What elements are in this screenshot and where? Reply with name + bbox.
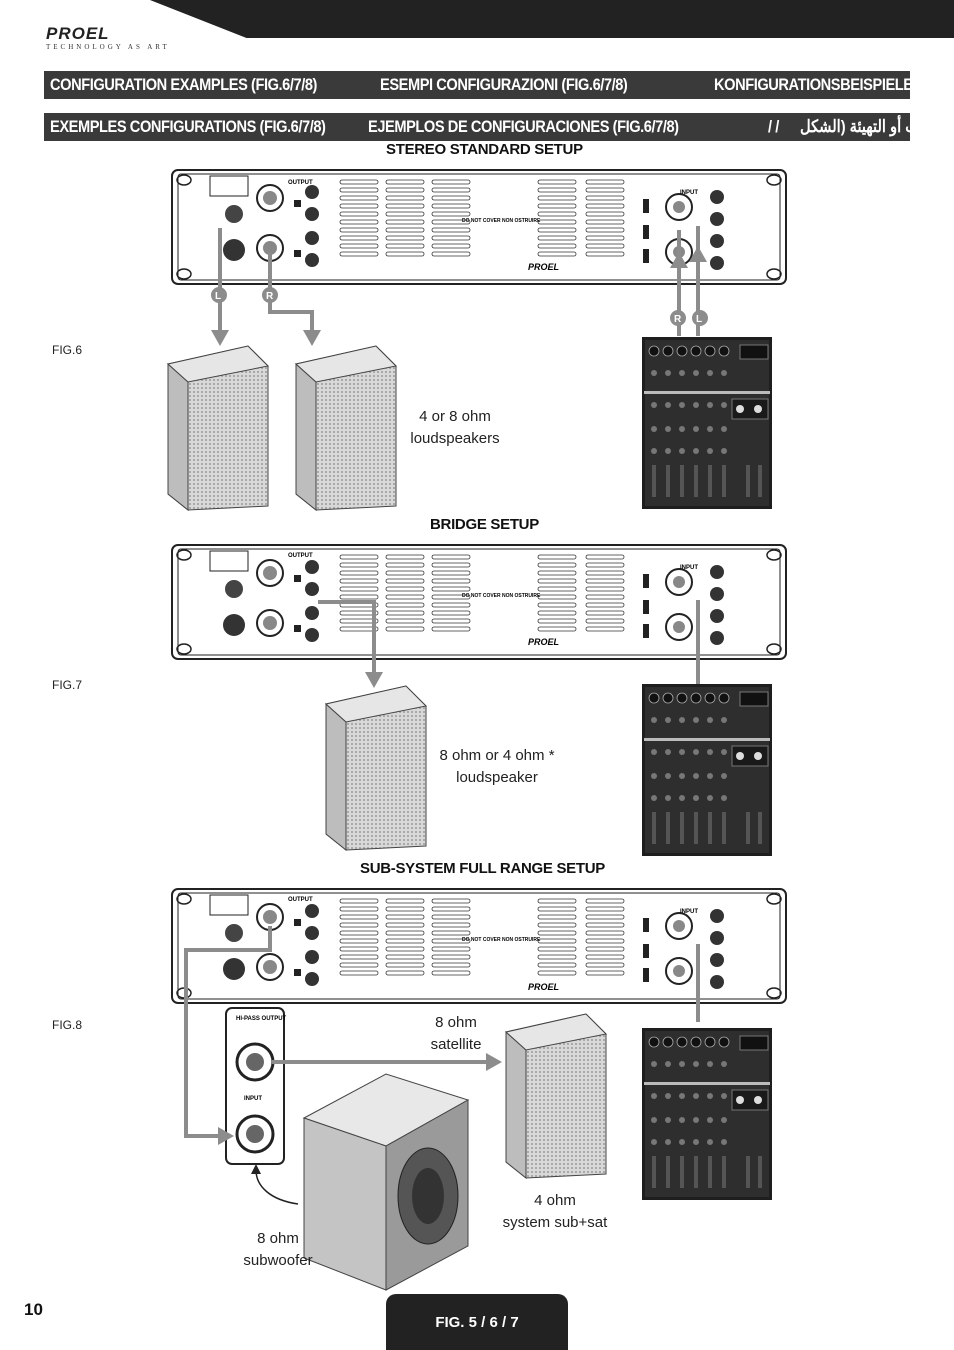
fig6-arrow-left bbox=[211, 330, 229, 346]
figure-tab: FIG. 5 / 6 / 7 bbox=[386, 1294, 568, 1350]
fig8-pointer-line bbox=[255, 1169, 299, 1205]
fig7-output-label: OUTPUT bbox=[288, 553, 313, 559]
fig8-arrow-satellite bbox=[486, 1053, 502, 1071]
fig6-speaker-left bbox=[167, 345, 269, 511]
fig7-caption: 8 ohm or 4 ohm * loudspeaker bbox=[430, 745, 564, 789]
fig6-amp-brand: PROEL bbox=[528, 262, 559, 272]
fig8-sub-line2: subwoofer bbox=[243, 1252, 313, 1269]
banner-it: ESEMPI CONFIGURAZIONI (FIG.6/7/8) bbox=[380, 75, 628, 94]
fig8-cables bbox=[184, 926, 700, 1138]
fig7-amp-brand: PROEL bbox=[528, 637, 559, 647]
header-dark-band bbox=[150, 0, 954, 38]
fig8-sat-line1: 8 ohm bbox=[435, 1014, 477, 1031]
fig8-warning-label: DO NOT COVER NON OSTRUIRE bbox=[462, 937, 541, 943]
fig7-warning-label: DO NOT COVER NON OSTRUIRE bbox=[462, 593, 541, 599]
fig6-badge-mixer-r-text: R bbox=[674, 314, 682, 325]
fig6-badge-left bbox=[211, 287, 227, 303]
fig8-mixer bbox=[641, 1027, 773, 1201]
fig6-input-label: INPUT bbox=[680, 190, 698, 196]
banner-row-1: CONFIGURATION EXAMPLES (FIG.6/7/8) ESEMP… bbox=[44, 71, 910, 99]
fig8-input-panel-label: INPUT bbox=[244, 1096, 262, 1102]
fig7-arrow-speaker bbox=[365, 672, 383, 688]
fig6-arrow-right bbox=[303, 330, 321, 346]
fig8-amp-brand: PROEL bbox=[528, 982, 559, 992]
fig6-caption: 4 or 8 ohm loudspeakers bbox=[400, 406, 510, 450]
fig6-label: FIG.6 bbox=[52, 343, 83, 357]
fig8-sys-line2: system sub+sat bbox=[502, 1214, 608, 1231]
fig7-input-label: INPUT bbox=[680, 565, 698, 571]
fig6-badge-left-text: L bbox=[215, 291, 221, 302]
fig7-amplifier bbox=[171, 544, 787, 660]
fig8-hipass-label: HI-PASS OUTPUT bbox=[236, 1016, 287, 1022]
fig8-sub-line1: 8 ohm bbox=[257, 1230, 299, 1247]
fig8-arrow-sub-input bbox=[218, 1127, 234, 1145]
fig8-amplifier bbox=[171, 888, 787, 1004]
fig8-input-label: INPUT bbox=[680, 909, 698, 915]
fig6-amplifier bbox=[171, 169, 787, 285]
fig6-warning-label: DO NOT COVER NON OSTRUIRE bbox=[462, 218, 541, 224]
fig8-sat-line2: satellite bbox=[430, 1036, 482, 1053]
banner-en: CONFIGURATION EXAMPLES (FIG.6/7/8) bbox=[50, 75, 317, 94]
banner-fr: EXEMPLES CONFIGURATIONS (FIG.6/7/8) bbox=[50, 117, 326, 136]
fig6-arrow-input-r bbox=[670, 252, 688, 268]
fig6-caption-line2: loudspeakers bbox=[410, 430, 500, 447]
fig8-sys-line1: 4 ohm bbox=[534, 1192, 576, 1209]
fig8-system-caption: 4 ohm system sub+sat bbox=[494, 1190, 616, 1234]
banner-row-2: EXEMPLES CONFIGURATIONS (FIG.6/7/8) EJEM… bbox=[44, 113, 910, 141]
brand-tagline: TECHNOLOGY AS ART bbox=[46, 43, 170, 51]
banner-ar: أمثلة للتكوينات أو التهيئة (الشكل bbox=[800, 117, 910, 136]
fig7-caption-line2: loudspeaker bbox=[456, 769, 538, 786]
fig8-output-label: OUTPUT bbox=[288, 897, 313, 903]
fig7-speaker bbox=[325, 685, 427, 851]
bridge-setup-title: BRIDGE SETUP bbox=[430, 516, 539, 533]
fig6-caption-line1: 4 or 8 ohm bbox=[419, 408, 491, 425]
brand-logo: PROEL bbox=[46, 24, 110, 43]
banner-sep: / / bbox=[767, 117, 779, 136]
fig6-badge-right-text: R bbox=[266, 291, 274, 302]
fig6-output-label: OUTPUT bbox=[288, 180, 313, 186]
fig7-label: FIG.7 bbox=[52, 678, 83, 692]
fig8-satellite-caption: 8 ohm satellite bbox=[420, 1012, 492, 1056]
fig6-arrow-input-l bbox=[689, 246, 707, 262]
fig6-speaker-right bbox=[295, 345, 397, 511]
fig8-label: FIG.8 bbox=[52, 1018, 83, 1032]
page-number: 10 bbox=[24, 1300, 43, 1319]
fig6-badge-mixer-l bbox=[692, 310, 708, 326]
banner-de: KONFIGURATIONSBEISPIELE (ABB.6/7/8) bbox=[714, 75, 910, 94]
banner-es: EJEMPLOS DE CONFIGURACIONES (FIG.6/7/8) bbox=[368, 117, 679, 136]
fig7-mixer bbox=[641, 683, 773, 857]
fig6-badge-right bbox=[262, 287, 278, 303]
fig8-subwoofer bbox=[302, 1073, 470, 1291]
subsystem-setup-title: SUB-SYSTEM FULL RANGE SETUP bbox=[360, 860, 605, 877]
stereo-setup-title: STEREO STANDARD SETUP bbox=[386, 141, 583, 158]
fig6-mixer bbox=[641, 336, 773, 510]
fig8-satellite bbox=[505, 1013, 607, 1179]
fig7-cables bbox=[318, 600, 700, 684]
fig6-badge-mixer-l-text: L bbox=[696, 314, 702, 325]
fig8-subwoofer-caption: 8 ohm subwoofer bbox=[236, 1228, 320, 1272]
fig6-badge-mixer-r bbox=[670, 310, 686, 326]
fig7-caption-line1: 8 ohm or 4 ohm * bbox=[439, 747, 555, 764]
